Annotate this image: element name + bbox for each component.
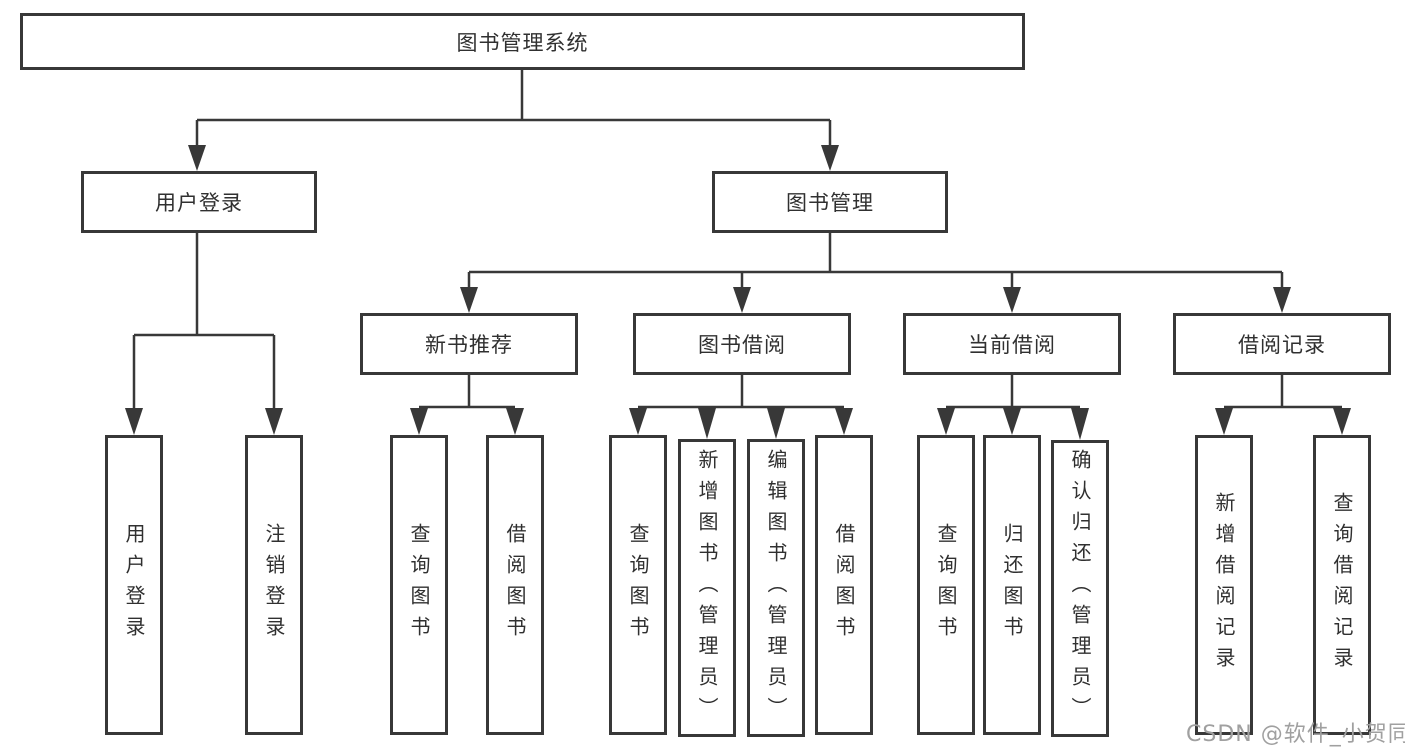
node-borrowing-records: 借阅记录 [1173, 313, 1391, 375]
leaf-label: 借阅图书 [503, 523, 527, 647]
arrowhead [1003, 287, 1021, 313]
arrowhead [937, 408, 955, 435]
arrowhead [506, 408, 524, 435]
leaf-current-query-books: 查询图书 [917, 435, 975, 735]
leaf-logout: 注销登录 [245, 435, 303, 735]
arrowhead [1333, 408, 1351, 435]
connector-book-mgmt [467, 233, 1284, 289]
node-user-login: 用户登录 [81, 171, 317, 233]
arrowhead [821, 145, 839, 171]
arrowhead [265, 408, 283, 435]
node-book-borrowing: 图书借阅 [633, 313, 851, 375]
leaf-current-confirm-return-admin: 确认归还（管理员） [1051, 440, 1109, 737]
leaf-label: 用户登录 [122, 523, 146, 647]
node-current-borrowing: 当前借阅 [903, 313, 1121, 375]
leaf-label: 确认归还（管理员） [1068, 449, 1092, 728]
arrowhead [460, 287, 478, 313]
connector-new-book [419, 375, 515, 409]
leaf-label: 查询图书 [626, 523, 650, 647]
leaf-label: 归还图书 [1000, 523, 1024, 647]
leaf-borrow-add-books-admin: 新增图书（管理员） [678, 439, 736, 737]
node-new-book-recommend: 新书推荐 [360, 313, 578, 375]
leaf-newbook-query-books: 查询图书 [390, 435, 448, 735]
leaf-borrow-query-books: 查询图书 [609, 435, 667, 735]
leaf-label: 新增借阅记录 [1212, 492, 1236, 678]
arrowhead [835, 408, 853, 435]
leaf-user-login: 用户登录 [105, 435, 163, 735]
connector-borrow [638, 375, 844, 409]
arrowhead [1215, 408, 1233, 435]
connector-records [1224, 375, 1342, 409]
connector-user-login [132, 233, 276, 410]
leaf-current-return-books: 归还图书 [983, 435, 1041, 735]
arrowhead [1003, 408, 1021, 435]
node-book-management: 图书管理 [712, 171, 948, 233]
arrowhead [629, 408, 647, 435]
arrowhead [188, 145, 206, 171]
leaf-borrow-edit-books-admin: 编辑图书（管理员） [747, 439, 805, 737]
leaf-label: 查询图书 [407, 523, 431, 647]
leaf-label: 借阅图书 [832, 523, 856, 647]
arrowhead [410, 408, 428, 435]
connector-root [195, 70, 832, 148]
csdn-watermark: CSDN @软件_小贺同学 [1186, 722, 1405, 747]
leaf-newbook-borrow-books: 借阅图书 [486, 435, 544, 735]
node-root-title: 图书管理系统 [20, 13, 1025, 70]
arrowhead [125, 408, 143, 435]
leaf-label: 查询借阅记录 [1330, 492, 1354, 678]
leaf-records-add-record: 新增借阅记录 [1195, 435, 1253, 735]
leaf-label: 新增图书（管理员） [695, 448, 719, 728]
leaf-label: 注销登录 [262, 523, 286, 647]
arrowhead [733, 287, 751, 313]
leaf-borrow-borrow-books: 借阅图书 [815, 435, 873, 735]
arrowhead [767, 408, 785, 439]
leaf-label: 编辑图书（管理员） [764, 448, 788, 728]
leaf-records-query-record: 查询借阅记录 [1313, 435, 1371, 735]
arrowhead [698, 408, 716, 439]
connector-current [946, 375, 1080, 409]
arrowhead [1273, 287, 1291, 313]
leaf-label: 查询图书 [934, 523, 958, 647]
arrowhead [1071, 408, 1089, 440]
